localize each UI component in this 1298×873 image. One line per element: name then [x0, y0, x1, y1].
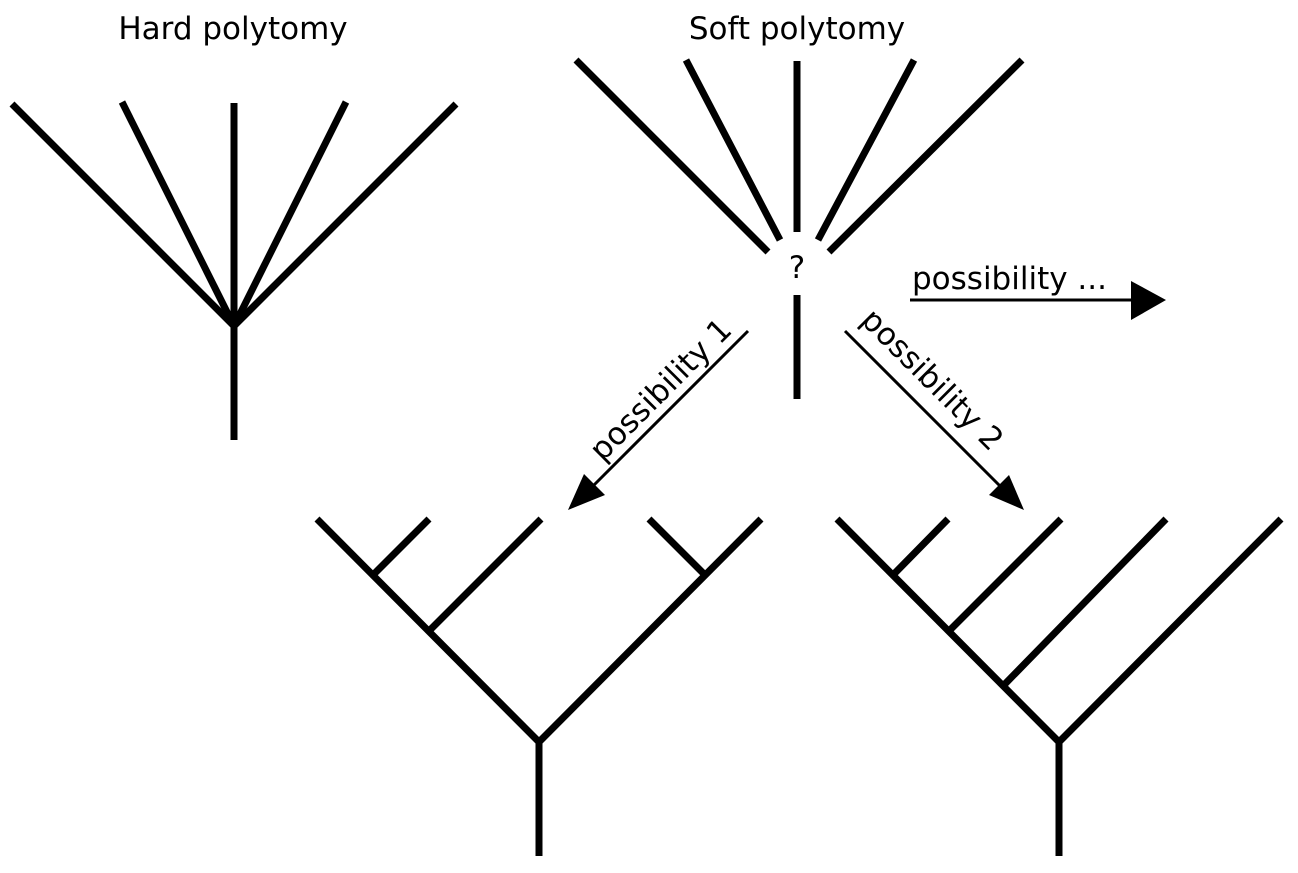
soft-branch-1	[573, 57, 771, 255]
soft-polytomy-title: Soft polytomy	[689, 11, 905, 47]
resolved-tree-1	[314, 516, 764, 856]
unknown-node-mark: ?	[789, 250, 805, 286]
hard-polytomy-title: Hard polytomy	[118, 11, 347, 47]
possibility-2-arrow	[843, 329, 1024, 510]
possibility-2-arrowhead	[989, 475, 1024, 510]
hard-branch-2	[118, 100, 238, 328]
possibility-1-arrowhead	[568, 474, 605, 510]
tree2-left-spine	[834, 516, 1062, 745]
tree2-branch-c	[1000, 516, 1169, 689]
possibility-1-arrow-shaft	[591, 329, 750, 488]
tree2-right-spine	[1056, 516, 1284, 745]
resolved-tree-2	[834, 516, 1284, 856]
possibility-more-arrowhead	[1131, 281, 1166, 320]
tree2-branch-a	[890, 516, 951, 578]
possibility-2-label: possibility 2	[854, 302, 1010, 458]
soft-branch-2	[682, 58, 784, 242]
tree1-left-spine	[314, 516, 542, 745]
tree1-branch-b	[426, 516, 544, 634]
tree1-branch-c	[646, 516, 708, 578]
soft-branch-5	[826, 57, 1025, 255]
soft-branch-4	[814, 58, 918, 242]
possibility-2-arrow-shaft	[843, 329, 1003, 489]
possibility-1-arrow	[568, 329, 750, 510]
possibility-more-label: possibility ...	[912, 261, 1107, 297]
hard-branch-5	[231, 101, 459, 329]
soft-polytomy-tree	[573, 57, 1025, 399]
possibility-1-label: possibility 1	[583, 312, 739, 468]
tree1-branch-a	[370, 516, 432, 578]
tree2-branch-b	[946, 516, 1064, 634]
hard-polytomy-tree	[9, 100, 459, 440]
hard-branch-1	[9, 101, 237, 329]
possibility-more-arrow	[910, 281, 1166, 320]
tree1-right-spine	[536, 516, 764, 745]
hard-branch-4	[230, 100, 350, 328]
